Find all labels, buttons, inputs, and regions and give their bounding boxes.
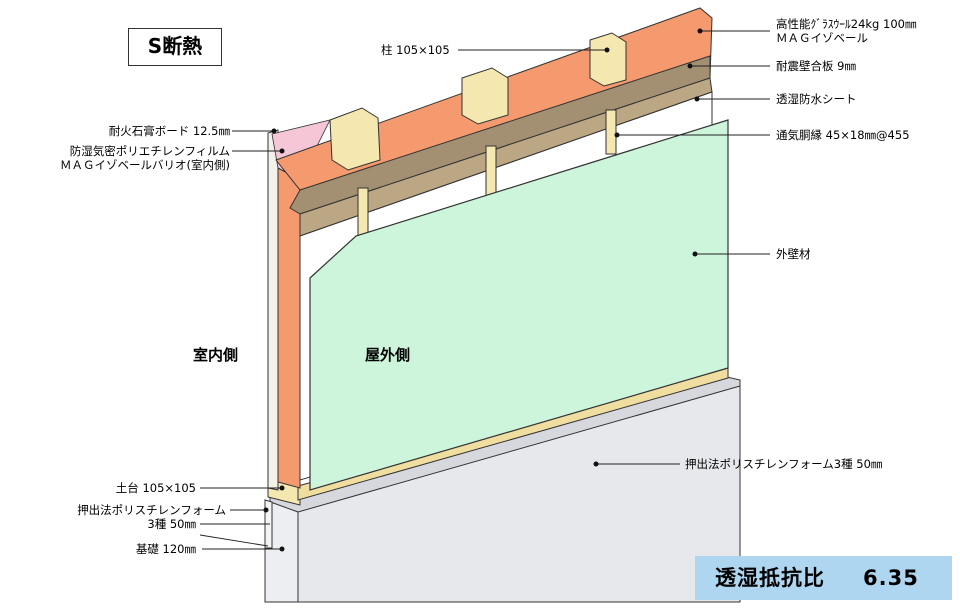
furring-strip-2 xyxy=(485,145,497,197)
label-outdoor: 屋外側 xyxy=(365,346,411,364)
badge-value: 6.35 xyxy=(863,566,919,590)
label-foundation: 基礎 120㎜ xyxy=(135,542,196,556)
label-indoor: 室内側 xyxy=(193,346,239,364)
label-foam-left-thickness: 3種 50㎜ xyxy=(147,517,196,531)
label-furring: 通気胴縁 45×18㎜@455 xyxy=(776,128,910,142)
gypsum-board xyxy=(267,129,279,491)
label-foam-right: 押出法ポリスチレンフォーム3種 50㎜ xyxy=(685,457,883,471)
label-seismic-board: 耐震壁合板 9㎜ xyxy=(776,59,856,73)
label-glass-wool-line2: ＭＡＧイゾベール xyxy=(776,31,868,45)
label-waterproof-sheet: 透湿防水シート xyxy=(776,92,857,106)
column-top-2 xyxy=(461,67,509,125)
column-top-1 xyxy=(329,107,381,171)
label-foam-left: 押出法ポリスチレンフォーム xyxy=(77,503,226,517)
page-title: S断熱 xyxy=(128,28,222,66)
label-vapor-film-line2: ＭＡＧイゾベールバリオ(室内側) xyxy=(60,158,230,172)
leader-dots xyxy=(263,28,703,552)
column-top-3 xyxy=(589,32,627,87)
leader-lines xyxy=(199,30,770,550)
badge-label: 透湿抵抗比 xyxy=(715,566,825,590)
label-glass-wool: 高性能ｸﾞﾗｽｳｰﾙ24kg 100㎜ ＭＡＧイゾベール xyxy=(776,17,916,45)
label-vapor-film: 防湿気密ポリエチレンフィルム ＭＡＧイゾベールバリオ(室内側) xyxy=(30,144,230,172)
vapor-resistance-badge: 透湿抵抗比 6.35 xyxy=(695,556,952,600)
label-glass-wool-line1: 高性能ｸﾞﾗｽｳｰﾙ24kg 100㎜ xyxy=(776,17,917,31)
insulation-edge xyxy=(277,167,301,489)
label-vapor-film-line1: 防湿気密ポリエチレンフィルム xyxy=(69,144,230,158)
label-exterior-wall: 外壁材 xyxy=(776,247,811,261)
label-sill: 土台 105×105 xyxy=(115,481,196,495)
furring-strip-3 xyxy=(605,109,617,155)
label-column: 柱 105×105 xyxy=(381,43,450,57)
exterior-siding xyxy=(309,119,729,491)
label-gypsum-board: 耐火石膏ボード 12.5㎜ xyxy=(108,124,230,138)
